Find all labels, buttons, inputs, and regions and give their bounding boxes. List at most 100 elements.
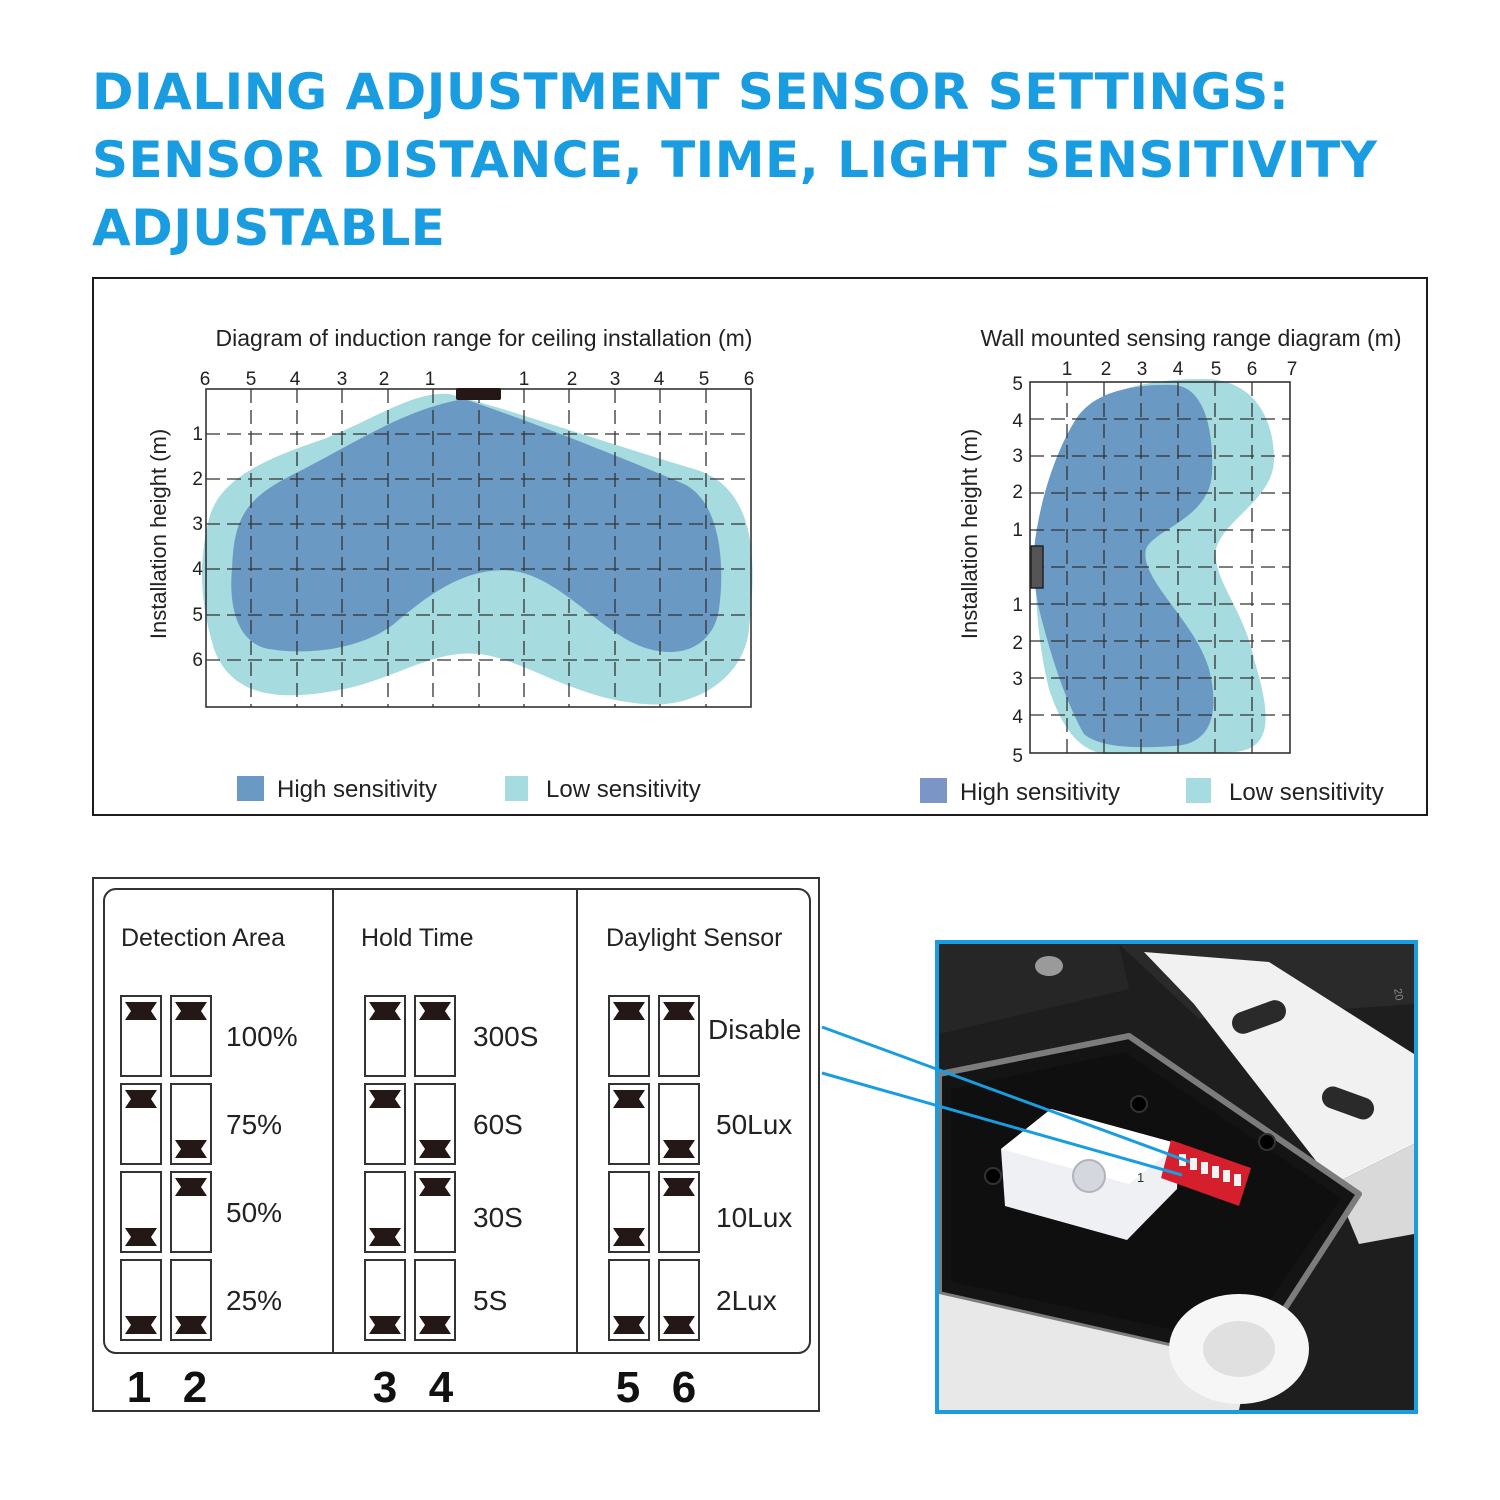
wall-x-tick: 4: [1173, 359, 1184, 380]
ceiling-x-tick: 4: [654, 369, 665, 390]
ceiling-diagram-title: Diagram of induction range for ceiling i…: [216, 325, 753, 351]
dip-switch-svg: Detection Area Hold Time Daylight Sensor…: [103, 888, 811, 1412]
ceiling-diagram: Diagram of induction range for ceiling i…: [146, 325, 754, 803]
ceiling-y-tick: 2: [192, 469, 203, 490]
dip-switch: [414, 995, 456, 1077]
ceiling-x-tick: 5: [246, 369, 257, 390]
option-labels: 100% 75% 50% 25% 300S 60S 30S 5S Disable…: [226, 1014, 801, 1316]
dip-switch-toggle: [1234, 1174, 1241, 1186]
dip-switch: [120, 1171, 162, 1253]
dip-switch-toggle: [1190, 1158, 1197, 1170]
product-photo: 20 1: [935, 940, 1418, 1414]
option-label: 100%: [226, 1021, 298, 1052]
dip-switch: [170, 1083, 212, 1165]
switch-lever: [613, 1090, 645, 1108]
group-titles: Detection Area Hold Time Daylight Sensor: [121, 924, 782, 952]
wall-sensor-icon: [1030, 545, 1044, 589]
screw-hole: [1258, 1133, 1276, 1151]
switch-lever: [663, 1316, 695, 1334]
wall-grid: [1029, 381, 1291, 754]
ceiling-legend-low-swatch: [505, 776, 528, 801]
connector-label: 1: [1137, 1170, 1144, 1185]
screw-hole: [1130, 1095, 1148, 1113]
dip-switch: [608, 995, 650, 1077]
dip-switch: [120, 1083, 162, 1165]
wall-x-ticks: 1 2 3 4 5 6 7: [1062, 359, 1298, 380]
screw-hole: [984, 1167, 1002, 1185]
switch-lever: [125, 1316, 157, 1334]
wall-y-tick: 5: [1012, 374, 1023, 395]
dip-switch: [658, 1171, 700, 1253]
switch-number: 2: [183, 1363, 207, 1412]
switch-lever: [663, 1002, 695, 1020]
dip-switch-toggle: [1223, 1170, 1230, 1182]
dip-switch: [414, 1259, 456, 1341]
wall-legend-high-swatch: [920, 778, 947, 803]
switch-number: 1: [127, 1363, 151, 1412]
headline-line-1: DIALING ADJUSTMENT SENSOR SETTINGS:: [92, 63, 1290, 121]
wall-y-tick: 4: [1012, 411, 1023, 432]
wall-high-sensitivity-zone: [1033, 384, 1214, 748]
daylight-sensor-title: Daylight Sensor: [606, 924, 782, 952]
option-label: 2Lux: [716, 1285, 777, 1316]
ceiling-y-tick: 3: [192, 514, 203, 535]
dip-switch-slot: [658, 995, 700, 1077]
wall-diagram: Wall mounted sensing range diagram (m): [920, 325, 1402, 806]
ceiling-x-tick: 3: [610, 369, 621, 390]
sensing-range-svg: Diagram of induction range for ceiling i…: [146, 325, 1402, 806]
switch-lever: [175, 1140, 207, 1158]
option-label: 60S: [473, 1109, 523, 1140]
ceiling-x-tick: 5: [699, 369, 710, 390]
dip-switch: [658, 995, 700, 1077]
switch-lever: [175, 1316, 207, 1334]
switch-lever: [663, 1140, 695, 1158]
ceiling-x-tick: 6: [744, 369, 755, 390]
switch-lever: [419, 1002, 451, 1020]
wall-y-axis-label: Installation height (m): [957, 429, 982, 639]
switch-lever: [369, 1228, 401, 1246]
wall-x-tick: 3: [1137, 359, 1148, 380]
wall-y-tick: 3: [1012, 669, 1023, 690]
wall-x-tick: 2: [1101, 359, 1112, 380]
wall-y-ticks: 5 4 3 2 1 1 2 3 4 5: [1012, 374, 1023, 767]
headline: DIALING ADJUSTMENT SENSOR SETTINGS: SENS…: [92, 58, 1452, 262]
ceiling-legend-high-label: High sensitivity: [277, 776, 437, 803]
ceiling-legend-low-label: Low sensitivity: [546, 776, 701, 803]
option-label: 75%: [226, 1109, 282, 1140]
mounting-bracket: [1144, 952, 1414, 1184]
dip-switch: [120, 995, 162, 1077]
switch-lever: [613, 1316, 645, 1334]
switch-number: 5: [616, 1363, 640, 1412]
dip-switch: [364, 995, 406, 1077]
dip-switch: [414, 1171, 456, 1253]
fixture-marking: 20: [1391, 987, 1405, 1001]
ceiling-sensor-icon: [456, 388, 501, 400]
switch-numbers: 1 2 3 4 5 6: [127, 1363, 696, 1412]
switch-lever: [663, 1178, 695, 1196]
wall-y-tick: 4: [1012, 707, 1023, 728]
ceiling-x-tick: 3: [337, 369, 348, 390]
dip-switch: [170, 1171, 212, 1253]
option-label: 50%: [226, 1197, 282, 1228]
dip-switch: [120, 1259, 162, 1341]
switch-lever: [125, 1228, 157, 1246]
dip-switch: [364, 1259, 406, 1341]
ceiling-x-tick: 6: [200, 369, 211, 390]
switch-lever: [419, 1316, 451, 1334]
ceiling-x-tick: 2: [567, 369, 578, 390]
option-label: 10Lux: [716, 1202, 792, 1233]
screw-icon: [1035, 956, 1063, 976]
dip-switch: [608, 1171, 650, 1253]
detection-area-title: Detection Area: [121, 924, 285, 952]
switch-lever: [613, 1002, 645, 1020]
wall-y-tick: 2: [1012, 482, 1023, 503]
option-label: 5S: [473, 1285, 507, 1316]
wall-x-tick: 7: [1287, 359, 1298, 380]
dip-switch: [658, 1259, 700, 1341]
ceiling-grid: [205, 388, 752, 708]
switch-lever: [369, 1002, 401, 1020]
wall-legend-low-swatch: [1186, 778, 1211, 803]
ceiling-legend-high-swatch: [237, 776, 264, 801]
option-label: 30S: [473, 1202, 523, 1233]
hold-time-title: Hold Time: [361, 924, 474, 952]
